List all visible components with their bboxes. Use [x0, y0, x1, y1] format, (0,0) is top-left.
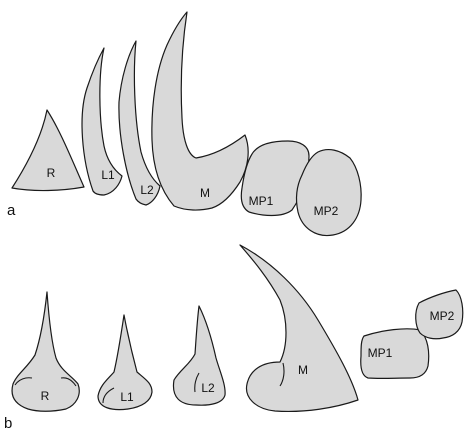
panel-a-label-mp2: MP2: [314, 204, 339, 218]
panel-b-element-m: [240, 245, 358, 411]
panel-b-label-l1: L1: [120, 390, 134, 404]
panel-a-label-mp1: MP1: [249, 194, 274, 208]
panel-b-label-l2: L2: [201, 381, 215, 395]
panel-b-letter: b: [4, 415, 12, 432]
panel-b-label-mp2: MP2: [430, 309, 455, 323]
panel-a-label-l1: L1: [101, 168, 115, 182]
panel-a: R L1 L2 M MP1 MP2 a: [7, 12, 361, 236]
panel-b-label-r: R: [41, 389, 50, 403]
panel-a-letter: a: [7, 202, 16, 219]
panel-b-label-mp1: MP1: [368, 346, 393, 360]
panel-b: R L1 L2 M MP1 MP2 b: [4, 245, 463, 432]
panel-b-element-l2: [173, 306, 225, 405]
panel-a-label-l2: L2: [140, 183, 154, 197]
panel-b-label-m: M: [298, 363, 308, 377]
panel-a-label-m: M: [200, 186, 210, 200]
panel-a-element-m: [152, 12, 248, 210]
panel-a-label-r: R: [47, 166, 56, 180]
